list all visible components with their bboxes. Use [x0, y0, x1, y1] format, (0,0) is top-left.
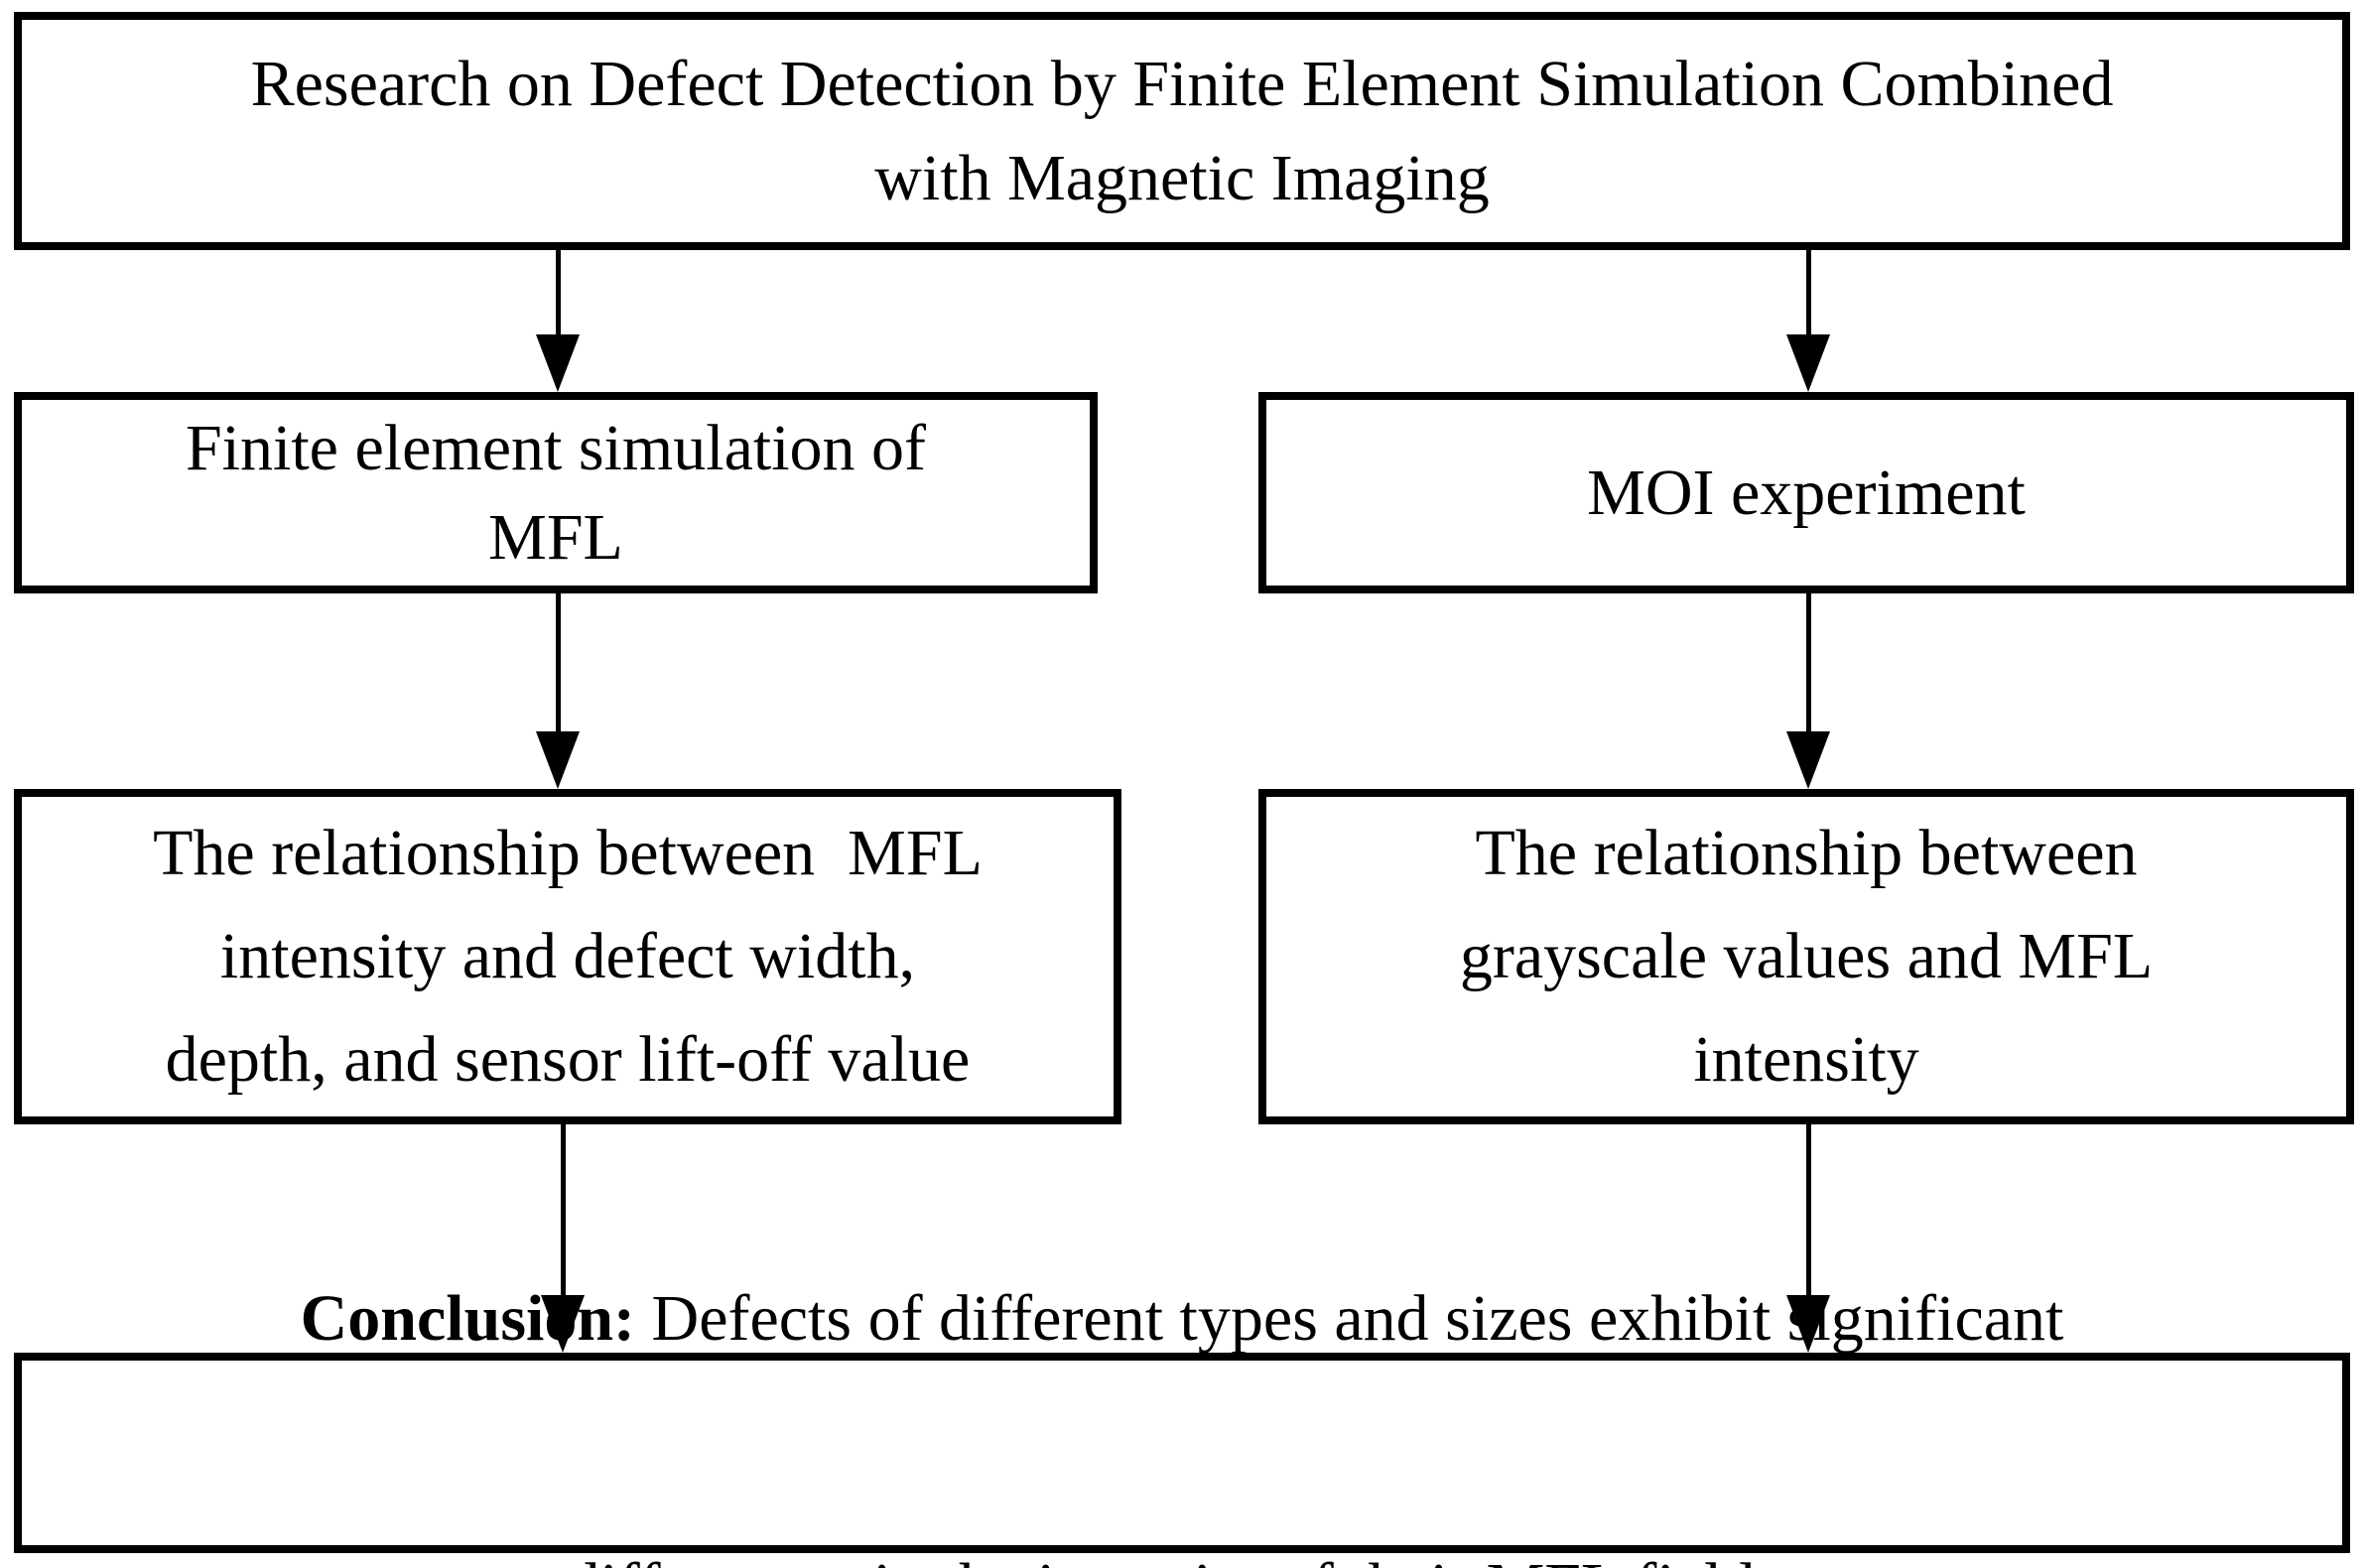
arrow-fem-to-relationship — [536, 593, 580, 789]
node-conclusion: Conclusion: Defects of different types a… — [14, 1282, 2350, 1568]
arrow-shaft — [1806, 250, 1811, 337]
arrow-shaft — [561, 1124, 566, 1298]
node-moi-experiment: MOI experiment — [1258, 392, 2354, 593]
conclusion-line1: Conclusion: Defects of different types a… — [22, 1274, 2342, 1364]
node-finite-element-simulation-text: Finite element simulation of MFL — [185, 411, 927, 574]
node-research-title: Research on Defect Detection by Finite E… — [14, 12, 2350, 250]
arrow-title-to-moi — [1786, 250, 1830, 392]
node-conclusion-text: Conclusion: Defects of different types a… — [22, 1096, 2342, 1568]
arrowhead-down-icon — [1786, 1295, 1830, 1353]
arrow-shaft — [1806, 1124, 1811, 1298]
conclusion-label: Conclusion: — [300, 1282, 636, 1355]
arrowhead-down-icon — [536, 731, 580, 789]
node-moi-experiment-text: MOI experiment — [1587, 456, 2026, 529]
arrowhead-down-icon — [541, 1295, 585, 1353]
arrow-shaft — [1806, 593, 1811, 734]
node-relationship-grayscale-mfl: The relationship between grayscale value… — [1258, 789, 2354, 1124]
arrowhead-down-icon — [536, 334, 580, 392]
node-relationship-grayscale-mfl-text: The relationship between grayscale value… — [1459, 817, 2154, 1096]
arrowhead-down-icon — [1786, 334, 1830, 392]
arrow-title-to-fem — [536, 250, 580, 392]
node-relationship-mfl-defect-text: The relationship between MFL intensity a… — [153, 817, 983, 1096]
conclusion-line2: differences in the intensity of their MF… — [22, 1542, 2342, 1568]
arrow-relationship-grayscale-to-conclusion — [1786, 1124, 1830, 1353]
arrow-shaft — [556, 250, 561, 337]
arrow-moi-to-relationship — [1786, 593, 1830, 789]
conclusion-line1-rest: Defects of different types and sizes exh… — [635, 1282, 2064, 1355]
arrow-shaft — [556, 593, 561, 734]
node-relationship-mfl-defect: The relationship between MFL intensity a… — [14, 789, 1121, 1124]
arrowhead-down-icon — [1786, 731, 1830, 789]
node-research-title-text: Research on Defect Detection by Finite E… — [250, 48, 2114, 214]
arrow-relationship-mfl-to-conclusion — [541, 1124, 585, 1353]
node-finite-element-simulation: Finite element simulation of MFL — [14, 392, 1098, 593]
